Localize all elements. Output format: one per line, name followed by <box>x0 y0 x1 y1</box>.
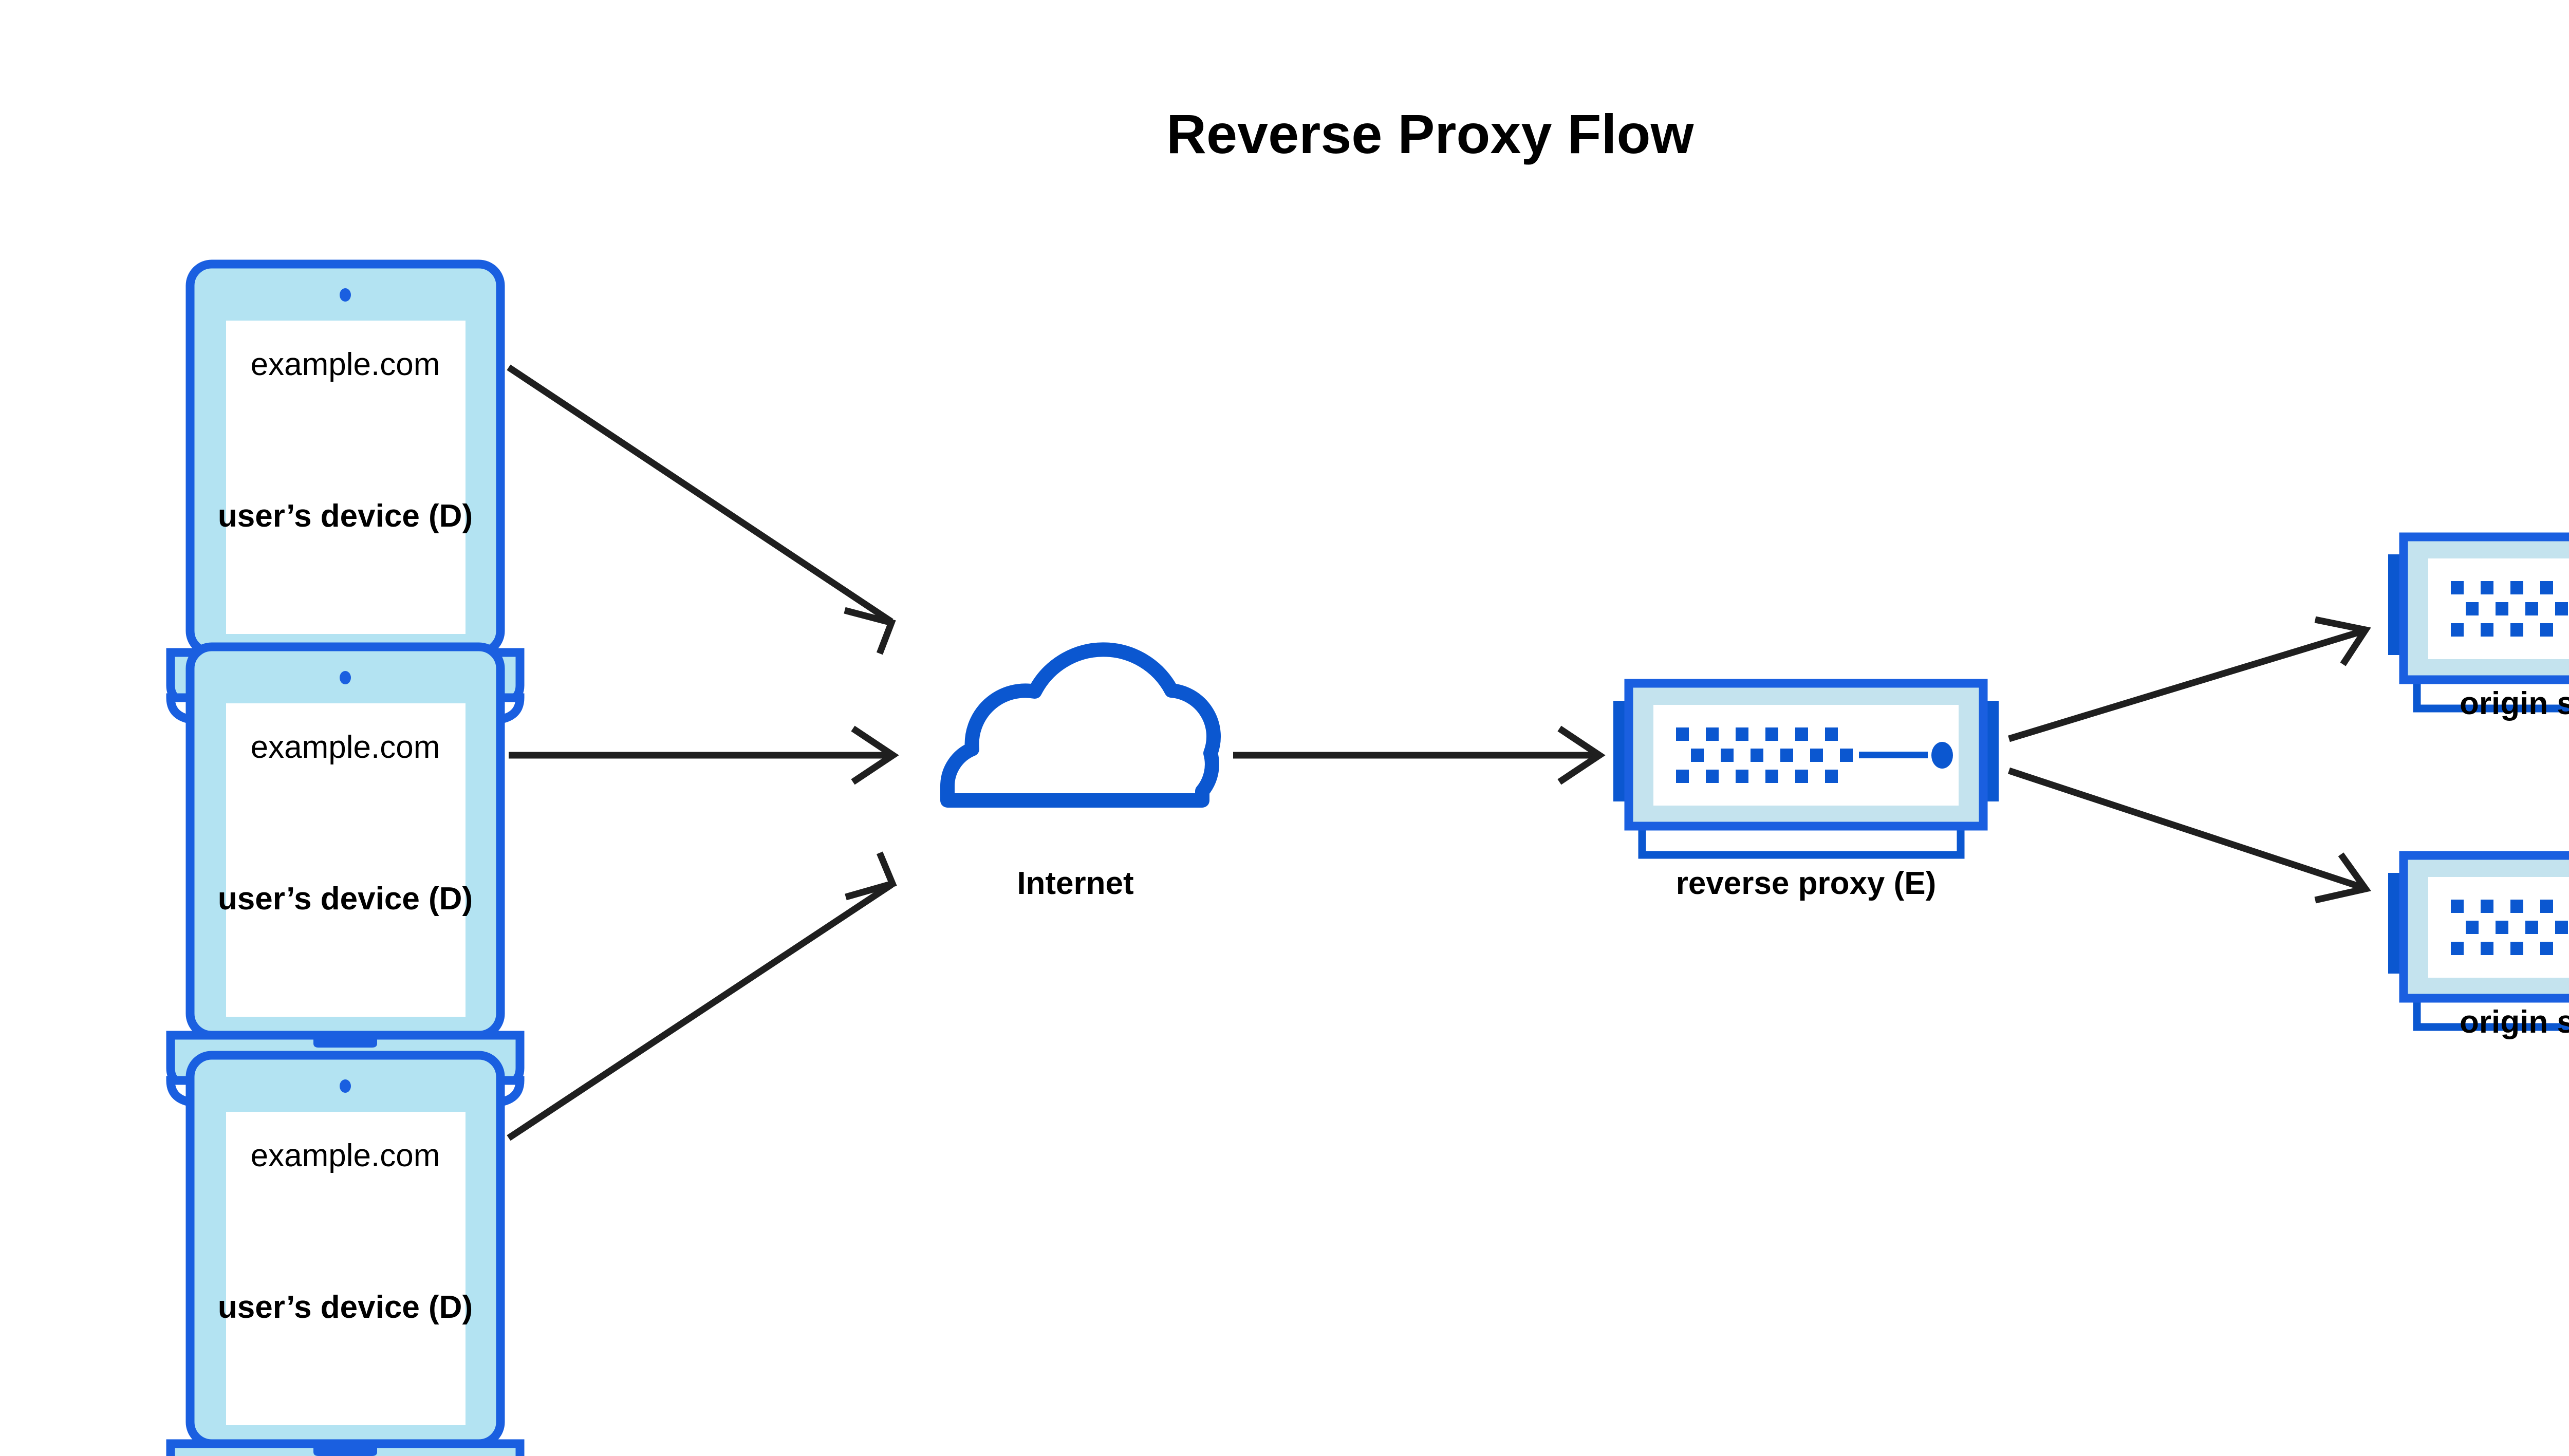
cloud-icon <box>947 649 1214 800</box>
laptop-screen-url: example.com <box>251 1138 440 1173</box>
node-origin-bottom[interactable]: origin server (F) <box>2388 855 2569 1040</box>
server-icon <box>1613 683 1999 855</box>
node-label-client-middle: user’s device (D) <box>218 881 473 917</box>
node-client-middle[interactable]: example.com user’s device (D) <box>171 647 520 1103</box>
edge-proxy-to-origin-bottom <box>2007 767 2371 904</box>
node-label-reverse-proxy: reverse proxy (E) <box>1676 866 1937 901</box>
edge-proxy-to-origin-top <box>2008 616 2371 742</box>
node-origin-top[interactable]: origin server (F) <box>2388 537 2569 721</box>
laptop-icon <box>171 647 520 1103</box>
edge-internet-to-proxy <box>1233 725 1606 785</box>
node-client-top[interactable]: example.com user’s device (D) <box>171 264 520 720</box>
node-client-bottom[interactable]: example.com user’s device (D) <box>171 1055 520 1456</box>
laptop-icon <box>171 1055 520 1456</box>
node-label-client-top: user’s device (D) <box>218 498 473 534</box>
laptop-screen-url: example.com <box>251 730 440 765</box>
laptop-screen-url: example.com <box>251 347 440 382</box>
node-label-internet: Internet <box>1017 866 1133 901</box>
edge-client-top-to-internet <box>507 364 896 655</box>
server-icon <box>2388 855 2569 1027</box>
node-reverse-proxy[interactable]: reverse proxy (E) <box>1613 683 1999 901</box>
node-internet[interactable]: Internet <box>947 649 1214 901</box>
node-label-client-bottom: user’s device (D) <box>218 1290 473 1325</box>
edge-client-bottom-to-internet <box>507 851 897 1141</box>
node-label-origin-bottom: origin server (F) <box>2460 1004 2569 1040</box>
page-title: Reverse Proxy Flow <box>1166 103 1694 165</box>
node-label-origin-top: origin server (F) <box>2460 686 2569 721</box>
edge-client-middle-to-internet <box>509 725 899 785</box>
server-icon <box>2388 537 2569 708</box>
